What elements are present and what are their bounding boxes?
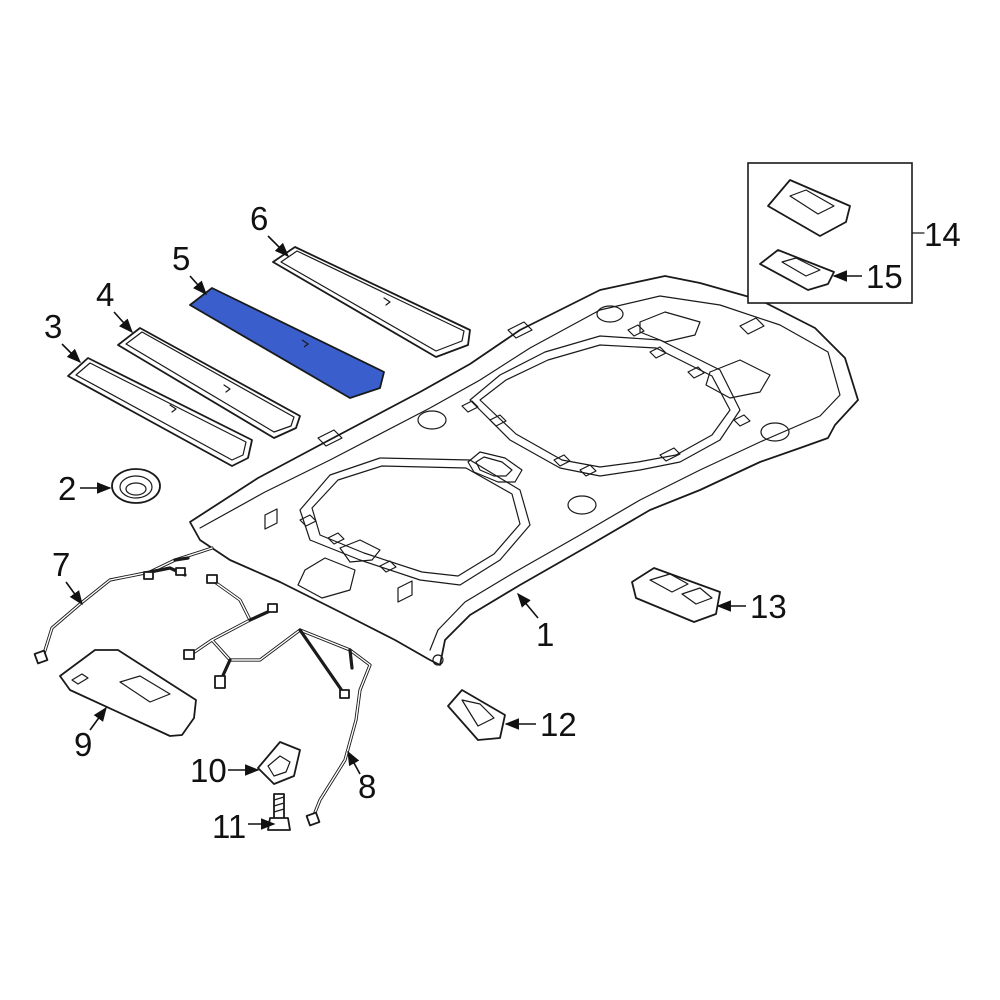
sun-visor-part[interactable] [59,649,197,737]
wire-harness-7[interactable] [33,546,214,665]
sunshade-panel-4[interactable] [117,327,301,439]
inset-box [747,162,925,304]
grommet-part[interactable] [111,468,161,504]
callout-7: 7 [52,546,70,583]
callout-9: 9 [74,726,92,763]
callout-11: 11 [212,808,246,845]
callout-6: 6 [250,200,268,237]
callout-1: 1 [536,616,554,653]
lens-part-15[interactable] [759,249,835,291]
sunshade-panel-5-highlighted[interactable] [189,287,385,399]
headliner-part[interactable] [189,275,859,666]
lamp-assembly-part[interactable] [631,567,721,623]
callout-3: 3 [44,308,62,345]
lamp-part-14[interactable] [767,179,851,237]
sunshade-panel-6[interactable] [272,246,471,358]
callout-4: 4 [96,276,114,313]
sunshade-panel-3[interactable] [67,357,253,467]
visor-holder-part[interactable] [257,741,301,785]
callout-14: 14 [924,216,961,253]
wire-harness-8[interactable] [183,574,372,827]
callouts: 1 2 3 4 5 6 7 8 9 10 11 12 13 14 15 [44,200,961,845]
callout-15: 15 [866,258,903,295]
callout-13: 13 [750,588,787,625]
callout-10: 10 [190,752,227,789]
callout-2: 2 [58,470,76,507]
callout-5: 5 [172,240,190,277]
callout-8: 8 [358,768,376,805]
callout-12: 12 [540,706,577,743]
visor-mount-part[interactable] [447,689,506,741]
